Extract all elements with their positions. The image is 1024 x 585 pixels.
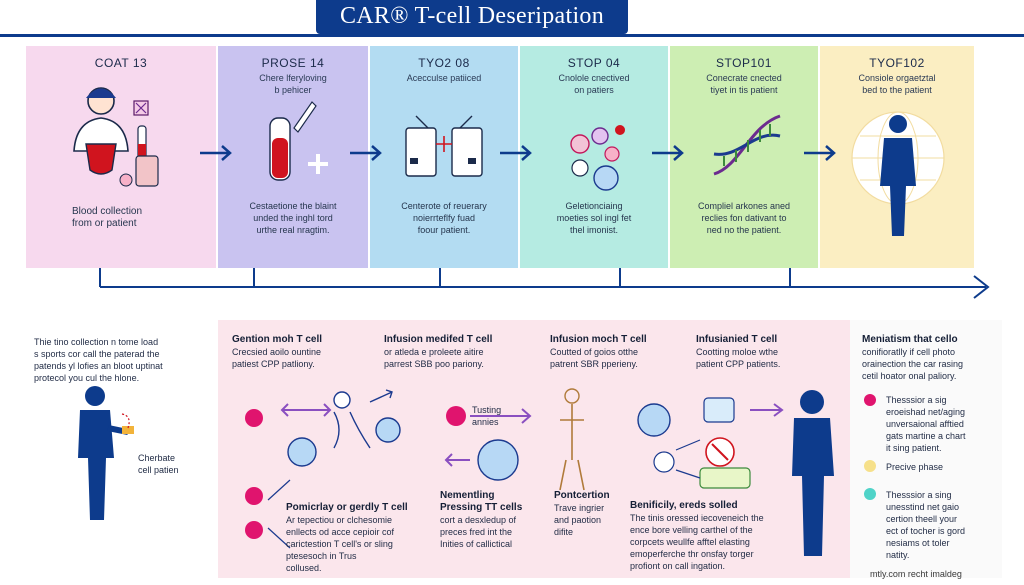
legend-text: Thesssior a sig eroeishad net/aging unve… xyxy=(886,395,966,453)
block-title: Infusion moch T cell xyxy=(550,334,647,345)
timeline-line xyxy=(99,268,990,299)
step-title: PROSE 14 xyxy=(261,56,325,70)
blood-collection-illustration xyxy=(73,87,159,187)
arrow-right-icon xyxy=(652,145,684,161)
block-text: Coutted of goios otthe patrent SBR pperi… xyxy=(550,347,639,369)
block-1: Gention moh T cell Crecsied aoilo ountin… xyxy=(232,334,382,370)
step-subtitle: Chere lferyloving b pehicer xyxy=(259,73,327,95)
block-text: or atleda e proleete aitire parrest SBB … xyxy=(384,347,484,369)
block-title: Gention moh T cell xyxy=(232,334,323,345)
block-3: Infusion moch T cell Coutted of goios ot… xyxy=(550,334,690,370)
block-title: Infusianied T cell xyxy=(696,334,778,345)
arrow-right-icon xyxy=(200,145,232,161)
right-column: Meniatism that cello conifioratlly if ce… xyxy=(862,334,1002,382)
title-bar: CAR® T-cell Deseripation xyxy=(0,0,1024,36)
figure-label: Cherbate cell patien xyxy=(138,453,179,475)
block-title: Nementling Pressing TT cells xyxy=(440,490,523,513)
step-caption: Geletionciaing moeties sol ingl fet thel… xyxy=(556,201,632,235)
block-text: The tinis oressed iecoveneich the ence b… xyxy=(630,513,764,571)
intro-text: Thie tino collection n tome load s sport… xyxy=(34,337,163,383)
block-text: Trave ingrier and paotion difite xyxy=(554,503,605,537)
bottom-block-4: Benificily, ereds solled The tinis oress… xyxy=(630,500,800,572)
right-column-background xyxy=(850,320,1002,578)
bottom-block-3: Pontcertion Trave ingrier and paotion di… xyxy=(554,490,634,538)
cell-cluster-illustration xyxy=(570,125,625,191)
lower-section-background xyxy=(218,320,850,578)
arrow-right-icon xyxy=(804,145,836,161)
block-title: Pomicrlay or gerdly T cell xyxy=(286,502,408,513)
step-panel-5: STOP101 Conecrate cnected tiyet in tis p… xyxy=(670,46,818,268)
step-panel-2: PROSE 14 Chere lferyloving b pehicer Ces… xyxy=(218,46,368,268)
right-text: conifioratlly if cell photo orainection … xyxy=(862,347,964,381)
step-title: STOP 04 xyxy=(567,56,621,70)
step-caption: Centerote of reuerary noierrteflfy fuad … xyxy=(401,201,487,235)
page-title: CAR® T-cell Deseripation xyxy=(339,3,605,29)
block-text: cort a desxledup of preces fred int the … xyxy=(440,515,517,549)
block-4: Infusianied T cell Cootting moloe wthe p… xyxy=(696,334,846,370)
step-panel-6: TYOF102 Consiole orgaetztal bed to the p… xyxy=(820,46,974,268)
step-title: COAT 13 xyxy=(94,56,148,70)
title-banner: CAR® T-cell Deseripation xyxy=(316,0,628,34)
watermark: mtly.com recht imaldeg xyxy=(870,569,962,579)
legend-marker-teal xyxy=(864,488,876,500)
blood-tube-illustration xyxy=(269,101,328,181)
arrow-right-icon xyxy=(350,145,382,161)
block-title: Pontcertion xyxy=(554,490,610,501)
block-text: Crecsied aoilo ountine patiest CPP patli… xyxy=(232,347,322,369)
step-panel-4: STOP 04 Cnolole cnectived on patiers Gel… xyxy=(520,46,668,268)
step-title: TYO2 08 xyxy=(418,56,470,70)
t-cell-icon xyxy=(245,409,263,427)
step-caption: Compliel arkones aned reclies fon dativa… xyxy=(697,201,791,235)
right-title: Meniatism that cello xyxy=(862,334,958,345)
legend-marker-yellow xyxy=(864,460,876,472)
step-caption: Cestaetione the blaint unded the inghl t… xyxy=(249,201,337,235)
block-title: Infusion medifed T cell xyxy=(384,334,493,345)
block-2: Infusion medifed T cell or atleda e prol… xyxy=(384,334,534,370)
legend-marker-magenta xyxy=(864,394,876,406)
patient-globe-illustration xyxy=(851,111,945,236)
step-panel-1: COAT 13 Blood collection from or patient xyxy=(26,46,216,268)
block-text: Ar tepectiou or clchesomie enllects od a… xyxy=(286,515,395,573)
step-title: STOP101 xyxy=(716,56,772,70)
legend-text: Thesssior a sing unesstind net gaio cert… xyxy=(886,490,966,560)
bottom-block-1: Pomicrlay or gerdly T cell Ar tepectiou … xyxy=(286,502,436,574)
arrow-right-icon xyxy=(500,145,532,161)
block-title: Benificily, ereds solled xyxy=(630,500,738,511)
step-title: TYOF102 xyxy=(869,56,925,70)
step-subtitle: Cnolole cnectived on patiers xyxy=(558,73,630,95)
lab-machine-illustration xyxy=(405,115,483,177)
tusting-label: Tusting annies xyxy=(472,405,502,427)
step-panel-3: TYO2 08 Acecculse patiiced Centerote of … xyxy=(370,46,518,268)
legend-text: Precive phase xyxy=(886,462,944,472)
step-subtitle: Acecculse patiiced xyxy=(406,73,482,83)
step-caption: Blood collection from or patient xyxy=(72,206,143,229)
step-subtitle: Conecrate cnected tiyet in tis patient xyxy=(706,73,782,95)
step-subtitle: Consiole orgaetztal bed to the patient xyxy=(858,73,936,95)
bottom-block-2: Nementling Pressing TT cells cort a desx… xyxy=(440,490,552,550)
dna-illustration xyxy=(713,114,781,176)
block-text: Cootting moloe wthe patient CPP patients… xyxy=(696,347,781,369)
title-underline xyxy=(0,34,1024,37)
